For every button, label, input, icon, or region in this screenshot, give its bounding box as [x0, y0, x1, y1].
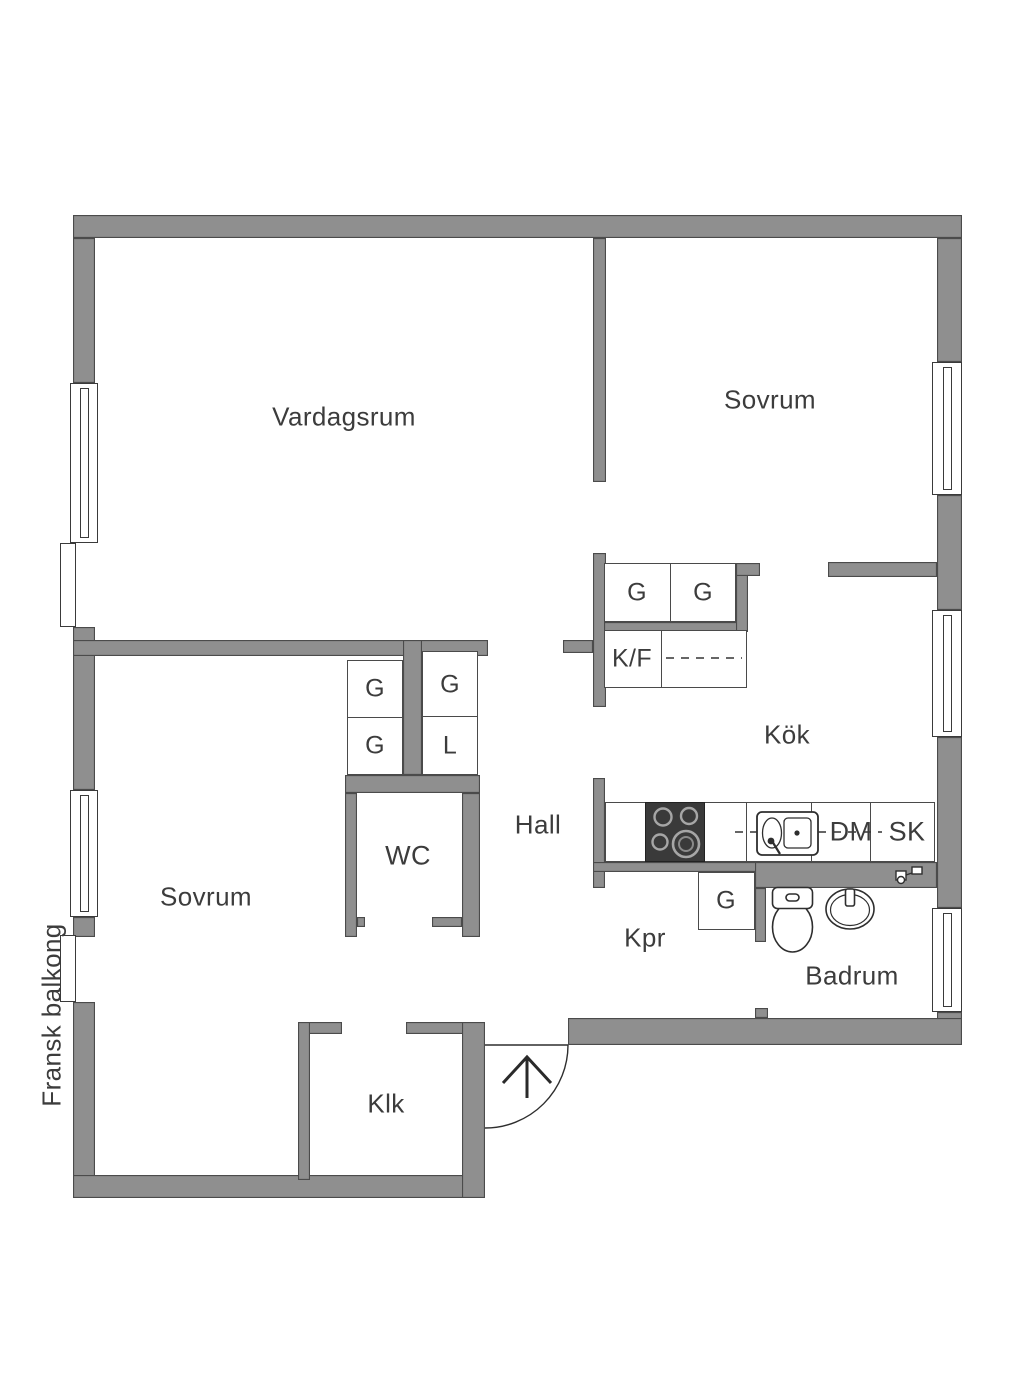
- window-sash: [79, 388, 89, 538]
- room-label-sovrum-top: Sovrum: [724, 384, 816, 415]
- stove-burners-icon: [651, 806, 701, 859]
- cabinet-label-g: G: [440, 670, 460, 699]
- wall-left-lower: [73, 1002, 95, 1198]
- wall-right-a: [937, 238, 962, 362]
- cabinet-label-g: G: [627, 578, 647, 607]
- wall-vardagsrum-sovrum-divider: [73, 640, 488, 656]
- fridge-dashed-cell: [662, 631, 746, 687]
- window-vardagsrum: [70, 383, 98, 543]
- window-sash: [942, 615, 952, 732]
- window-kok: [932, 610, 962, 737]
- counter-sink-cell: [747, 803, 812, 861]
- wall-hall-cabinet-divider: [403, 640, 422, 775]
- wall-kpr-badrum-divider: [755, 888, 766, 942]
- wall-wc-jamb-right: [432, 917, 462, 927]
- cabinet-cell: [348, 661, 402, 718]
- room-label-hall: Hall: [514, 809, 562, 840]
- wall-wc-left: [345, 793, 357, 937]
- wall-wc-jamb-left: [357, 917, 365, 927]
- room-label-klk: Klk: [367, 1088, 405, 1119]
- entrance-door-swing: [484, 1044, 569, 1129]
- kitchen-upper-cabinets: [604, 563, 736, 622]
- fridge-freezer-unit: [604, 630, 747, 688]
- room-label-kpr: Kpr: [624, 922, 666, 953]
- wall-under-kitchen-cabinets: [604, 622, 748, 632]
- fridge-cell: [605, 631, 662, 687]
- room-label-vardagsrum: Vardagsrum: [272, 401, 416, 432]
- wall-left-stub: [73, 917, 95, 937]
- room-label-badrum: Badrum: [805, 960, 899, 991]
- hall-cabinet-column-1: [347, 660, 403, 775]
- cabinet-cell: [605, 564, 671, 621]
- wall-wc-top: [345, 775, 480, 793]
- window-sash: [942, 913, 952, 1007]
- label-fridge-freezer: K/F: [611, 644, 653, 673]
- wall-bottom-right: [568, 1018, 962, 1045]
- wall-badrum-top: [755, 862, 937, 888]
- cabinet-label-g: G: [716, 886, 736, 915]
- wall-wc-right: [462, 793, 480, 937]
- toilet-icon: [771, 886, 814, 953]
- wall-bottom-left: [73, 1175, 485, 1198]
- label-fransk-balkong: Fransk balkong: [36, 923, 67, 1107]
- wall-right-of-kitchen-cabinets: [736, 563, 748, 632]
- window-sash: [942, 367, 952, 490]
- wall-right-b: [937, 495, 962, 610]
- wall-top: [73, 215, 962, 238]
- wall-left-upper: [73, 238, 95, 383]
- wall-klk-left: [298, 1022, 310, 1180]
- wall-kitchen-left: [593, 553, 606, 707]
- washbasin-icon: [825, 888, 875, 930]
- kpr-cabinet: [698, 872, 755, 930]
- room-label-kok: Kök: [763, 719, 811, 750]
- cabinet-label-g: G: [693, 578, 713, 607]
- counter-cell: [706, 803, 747, 861]
- cabinet-label-l: L: [442, 731, 458, 760]
- french-balcony-door-vardagsrum: [60, 543, 76, 627]
- wall-counter-left: [593, 778, 605, 888]
- wall-stub-left-of-fridge: [563, 640, 593, 653]
- wall-stub-kitchen-cabinets: [736, 563, 760, 576]
- cabinet-label-g: G: [365, 731, 385, 760]
- label-tall-cabinet: SK: [888, 816, 926, 847]
- wall-badrum-door-jamb: [755, 1008, 768, 1018]
- wall-klk-right: [462, 1022, 485, 1198]
- wall-vardagsrum-sovrum-top-divider: [593, 238, 606, 482]
- room-label-sovrum-bottom: Sovrum: [160, 881, 252, 912]
- wall-sovrum-kok-stub: [828, 562, 937, 577]
- stove: [645, 802, 705, 862]
- wall-right-c: [937, 737, 962, 908]
- window-sash: [79, 795, 89, 912]
- window-sovrum-bottom: [70, 790, 98, 917]
- wall-left-middle: [73, 627, 95, 790]
- window-badrum: [932, 908, 962, 1012]
- entrance-arrow-icon: [501, 1054, 553, 1098]
- cabinet-label-g: G: [365, 674, 385, 703]
- label-dishwasher: DM: [829, 816, 873, 847]
- hall-cabinet-column-2: [422, 651, 478, 775]
- cabinet-cell: [423, 652, 477, 717]
- room-label-wc: WC: [385, 840, 431, 871]
- window-sovrum-top: [932, 362, 962, 495]
- french-balcony-door-sovrum: [60, 935, 76, 1002]
- wall-under-counter: [593, 862, 768, 872]
- counter-cell: [606, 803, 646, 861]
